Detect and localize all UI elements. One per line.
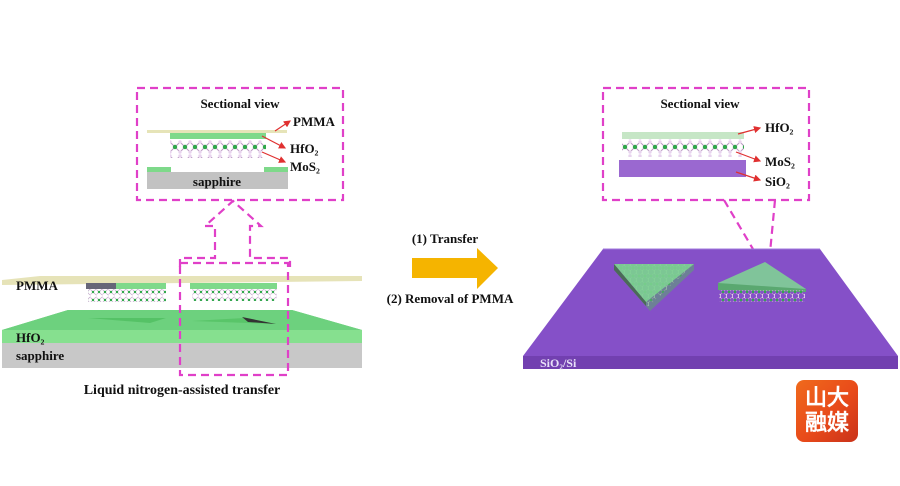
right-sectional-view: Sectional view HfO₂ MoS₂ SiO₂ [601,86,811,202]
left-3d-stack: PMMA HfO₂ sapphire [2,261,362,377]
right-sio2-label: SiO₂ [765,174,790,189]
left-sapphire-slab [2,343,362,368]
left-mos2-layer [170,140,266,158]
right-hfo2-layer [622,132,744,139]
left-sapphire-label: sapphire [193,174,241,189]
left-highlight-region [178,261,290,377]
right-mos2-label: MoS₂ [765,154,795,169]
left-callout-box [135,86,345,202]
left-pmma-label: PMMA [293,114,335,129]
logo-line1: 山大 [804,386,849,411]
left-hfo2-residue-left [147,167,171,172]
sio2-si-top [523,249,898,356]
process-arrow-icon [412,248,498,289]
left-pmma-layer [147,130,287,133]
left-caption: Liquid nitrogen-assisted transfer [84,383,281,398]
left-mos2-label: MoS₂ [290,159,320,174]
sio2-si-label: SiO₂/Si [540,356,577,370]
stack-sapphire-label: sapphire [16,348,64,363]
left-hfo2-layer [170,133,266,139]
mos2-flake-1 [614,264,694,311]
right-sectional-title: Sectional view [660,96,740,111]
shanda-media-logo: 山大 融媒 [796,380,858,442]
right-3d-substrate: SiO₂/Si [523,248,898,370]
process-arrow-group: (1) Transfer (2) Removal of PMMA [387,231,514,306]
step2-label: (2) Removal of PMMA [387,291,514,306]
stack-hfo2-label: HfO₂ [16,330,45,345]
right-mos2-layer [622,139,744,157]
right-callout-box [601,86,811,202]
left-sapphire-layer [147,172,288,189]
stack-pmma-label: PMMA [16,278,58,293]
left-pmma-sheet [2,276,362,285]
right-hfo2-label: HfO₂ [765,120,794,135]
sio2-si-side [523,356,898,369]
mos2-flake-2 [718,262,806,302]
step1-label: (1) Transfer [412,231,479,246]
logo-line2: 融媒 [804,411,849,436]
left-zoom-connector [178,199,292,267]
left-hfo2-label: HfO₂ [290,141,319,156]
left-hfo2-residue-right [264,167,288,172]
right-sio2-layer [619,160,746,177]
left-sectional-view: Sectional view sapphire PMMA HfO₂ MoS₂ [135,86,345,202]
left-sectional-title: Sectional view [200,96,280,111]
